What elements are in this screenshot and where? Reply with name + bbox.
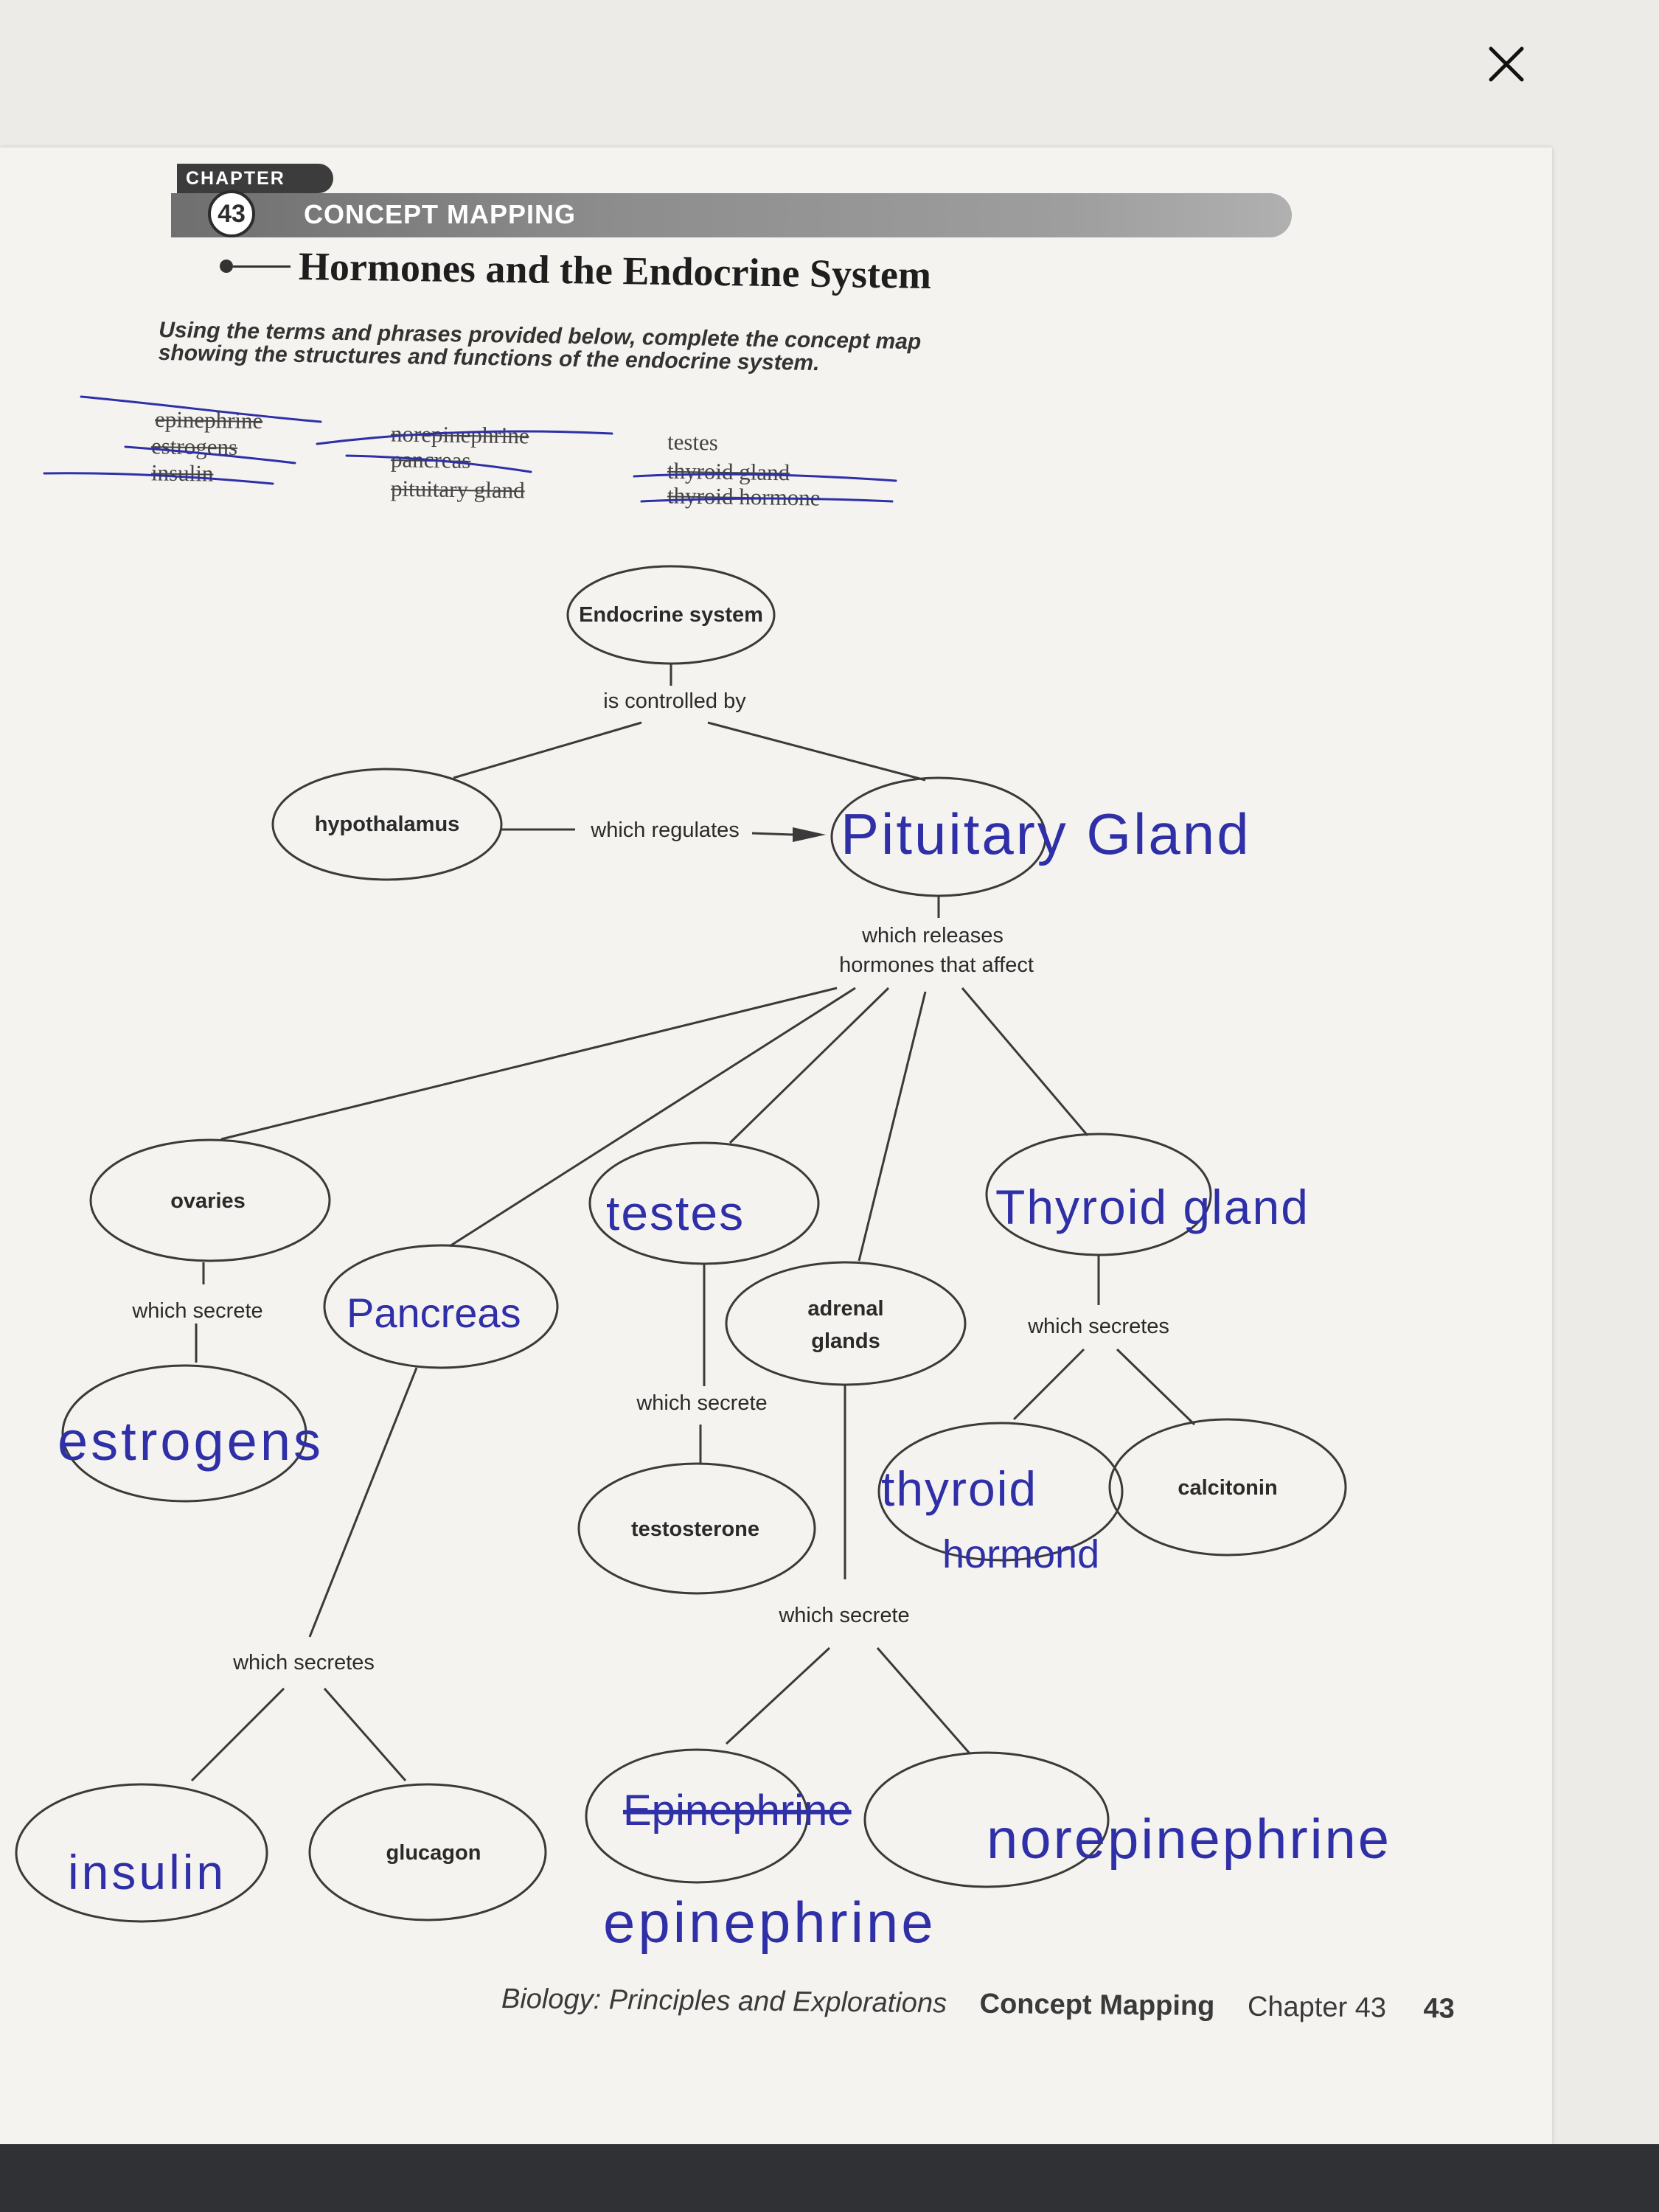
title-rule [233, 265, 291, 268]
footer-chapter: Chapter 43 [1247, 1991, 1387, 2024]
node-glucagon: glucagon [386, 1841, 481, 1865]
link-is-controlled-by: is controlled by [603, 689, 746, 713]
chapter-banner [171, 193, 1292, 237]
answer-thyroid-hormone-line1: thyroid [881, 1461, 1037, 1516]
link-pancreas-secretes: which secretes [232, 1651, 375, 1674]
close-icon [1489, 46, 1524, 82]
answer-testes: testes [606, 1186, 745, 1240]
close-button[interactable] [1481, 38, 1532, 90]
answer-thyroid-hormone-line2: hormond [942, 1532, 1099, 1576]
link-ovaries-secrete: which secrete [131, 1299, 262, 1323]
answer-epinephrine-crossed-out: Epinephrine [623, 1787, 852, 1834]
worksheet-page [0, 147, 1552, 2146]
footer-book-title: Biology: Principles and Explorations [501, 1983, 947, 2020]
node-calcitonin: calcitonin [1178, 1476, 1277, 1500]
answer-estrogens: estrogens [58, 1411, 324, 1472]
link-hormones-that-affect: hormones that affect [839, 953, 1034, 977]
link-testes-secrete: which secrete [636, 1391, 767, 1415]
title-bullet-icon [220, 260, 233, 273]
answer-pancreas: Pancreas [347, 1290, 521, 1336]
footer-section: Concept Mapping [979, 1988, 1215, 2023]
answer-pituitary-gland: Pituitary Gland [841, 801, 1251, 866]
link-which-releases: which releases [861, 924, 1004, 947]
node-adrenal-glands-line1: adrenal [807, 1297, 883, 1321]
link-adrenal-secrete: which secrete [778, 1604, 909, 1627]
answer-insulin: insulin [68, 1845, 226, 1899]
chapter-number-badge: 43 [208, 190, 255, 237]
answer-norepinephrine: norepinephrine [987, 1808, 1391, 1871]
footer-page-number: 43 [1423, 1993, 1455, 2025]
node-endocrine-system: Endocrine system [579, 603, 763, 627]
table-surface [0, 2144, 1659, 2212]
node-adrenal-glands-line2: glands [811, 1329, 880, 1353]
answer-epinephrine: epinephrine [603, 1890, 936, 1955]
link-which-regulates: which regulates [590, 818, 740, 842]
node-hypothalamus: hypothalamus [315, 813, 460, 836]
answer-thyroid-gland: Thyroid gland [995, 1180, 1310, 1234]
link-thyroid-secretes: which secretes [1027, 1315, 1169, 1338]
node-testosterone: testosterone [631, 1517, 759, 1541]
chapter-label: CHAPTER [177, 164, 333, 193]
node-ovaries: ovaries [170, 1189, 246, 1213]
section-label: CONCEPT MAPPING [304, 199, 577, 229]
